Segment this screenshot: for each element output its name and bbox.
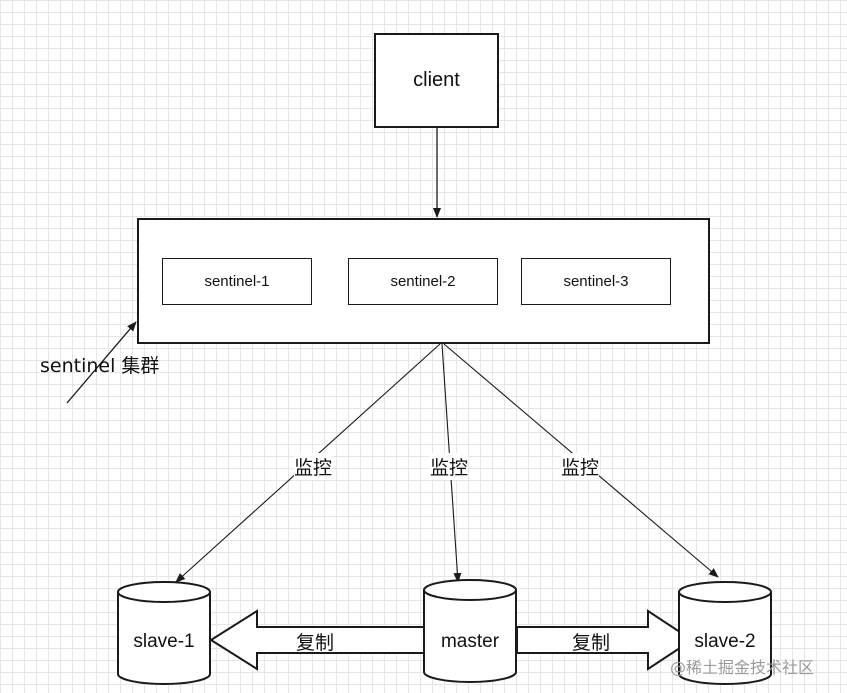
sentinel-cluster-label: sentinel 集群 xyxy=(40,355,160,377)
master-label: master xyxy=(441,631,500,652)
slave-1-database-icon xyxy=(117,581,211,685)
slave-2-label: slave-2 xyxy=(694,631,755,652)
master-database-icon xyxy=(423,579,517,683)
sentinel-3-label: sentinel-3 xyxy=(563,273,629,290)
monitor-label-center: 监控 xyxy=(430,453,469,480)
sentinel-2-node: sentinel-2 xyxy=(348,258,498,305)
watermark: @稀土掘金技术社区 xyxy=(670,658,815,677)
slave-1-label: slave-1 xyxy=(133,631,194,652)
replication-label-left: 复制 xyxy=(296,632,335,654)
monitor-label-right: 监控 xyxy=(561,453,600,480)
monitor-label-left: 监控 xyxy=(294,453,333,480)
replication-label-right: 复制 xyxy=(572,632,611,654)
slave-2-database-icon xyxy=(678,581,772,685)
cluster-label-pointer-arrow xyxy=(66,321,137,404)
replication-arrow-right xyxy=(516,609,694,671)
replication-arrow-left xyxy=(209,609,425,671)
sentinel-2-label: sentinel-2 xyxy=(390,273,456,290)
client-label: client xyxy=(413,69,460,91)
sentinel-1-label: sentinel-1 xyxy=(204,273,270,290)
client-node: client xyxy=(374,33,499,128)
sentinel-1-node: sentinel-1 xyxy=(162,258,312,305)
sentinel-3-node: sentinel-3 xyxy=(521,258,671,305)
